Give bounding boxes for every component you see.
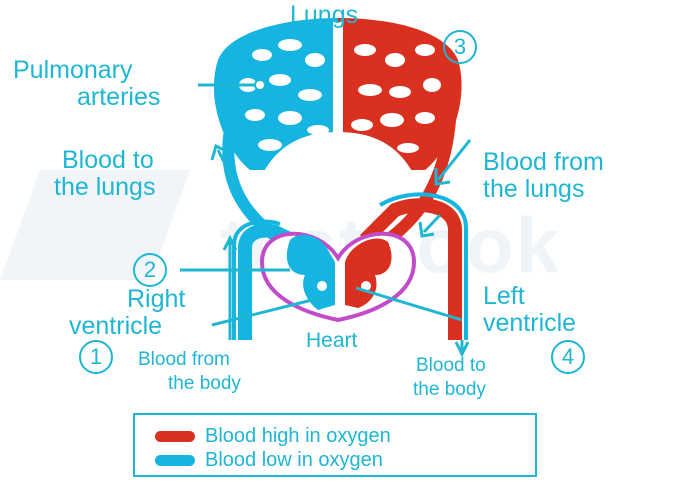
legend-item-high-oxygen: Blood high in oxygen xyxy=(155,425,391,448)
legend-swatch-red xyxy=(155,431,195,442)
left-ventricle-line2: ventricle xyxy=(483,310,576,336)
from-body-line1: Blood from xyxy=(138,350,230,370)
legend-label-low-oxygen: Blood low in oxygen xyxy=(205,449,383,472)
pulmonary-marker xyxy=(255,80,265,90)
from-body-line2: the body xyxy=(168,374,241,394)
blood-to-lungs-line2: the lungs xyxy=(54,174,155,200)
legend: Blood high in oxygen Blood low in oxygen xyxy=(133,413,537,477)
right-valve xyxy=(317,281,327,291)
step-number-4: 4 xyxy=(551,340,585,374)
legend-label-high-oxygen: Blood high in oxygen xyxy=(205,425,391,448)
right-ventricle-line2: ventricle xyxy=(69,313,162,339)
to-body-line2: the body xyxy=(413,380,486,400)
to-body-line1: Blood to xyxy=(416,356,486,376)
blood-from-lungs-line2: the lungs xyxy=(483,176,584,202)
legend-item-low-oxygen: Blood low in oxygen xyxy=(155,449,383,472)
step-number-1: 1 xyxy=(79,340,113,374)
lungs-label: Lungs xyxy=(290,2,358,28)
arrow-into-left-heart xyxy=(424,215,440,232)
right-ventricle-line1: Right xyxy=(127,286,185,312)
blood-to-lungs-line1: Blood to xyxy=(62,147,154,173)
step-number-3: 3 xyxy=(443,30,477,64)
left-ventricle-line1: Left xyxy=(483,283,525,309)
heart-label: Heart xyxy=(306,330,357,352)
legend-swatch-blue xyxy=(155,455,195,466)
step-number-2: 2 xyxy=(133,253,167,287)
pulmonary-label-line1: Pulmonary xyxy=(13,57,133,83)
blood-from-lungs-line1: Blood from xyxy=(483,149,604,175)
pulmonary-label-line2: arteries xyxy=(77,84,160,110)
